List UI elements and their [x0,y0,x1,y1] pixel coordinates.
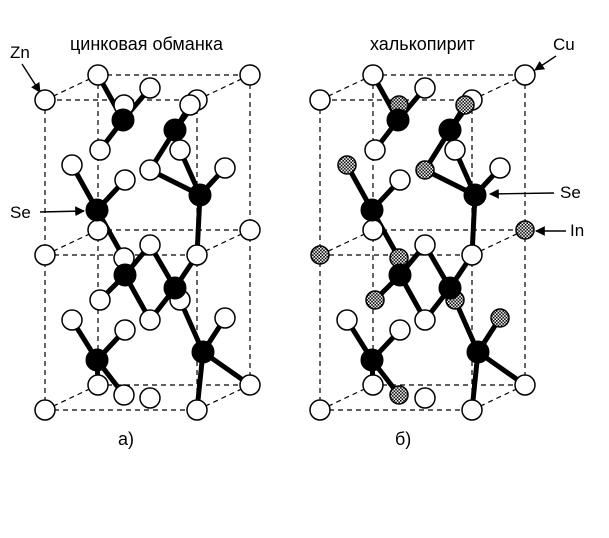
se-arrow-b [490,193,554,194]
in-atom [338,156,356,174]
chalcopyrite-title: халькопирит [370,34,475,54]
cu-atom [337,310,357,330]
zn-atom [88,65,108,85]
se-atom [439,277,461,299]
in-atom [366,291,384,309]
caption-a: а) [118,429,134,449]
cu-atom [515,375,535,395]
zn-atom [187,400,207,420]
cu-atom [365,140,385,160]
zn-atom [88,375,108,395]
unit-cell-b [310,65,535,420]
zn-atom [114,385,134,405]
se-atom [464,184,486,206]
se-atom [361,349,383,371]
se-atom [189,184,211,206]
zn-arrow [22,64,40,92]
se-atom [192,341,214,363]
cu-atom [363,375,383,395]
zn-atom [140,160,160,180]
cu-atom [390,170,410,190]
unit-cell-a [35,65,260,420]
zn-atom [35,90,55,110]
in-atom [390,386,408,404]
zn-atom [215,158,235,178]
zinc-blende-panel: цинковая обманка Zn Se а) [10,34,260,449]
cu-label: Cu [553,35,575,54]
cu-atom [415,310,435,330]
zn-atom [88,220,108,240]
cu-atom [415,235,435,255]
se-atom [467,341,489,363]
cu-atom [310,90,330,110]
se-atom [361,199,383,221]
cu-atom [490,158,510,178]
cu-atom [310,400,330,420]
se-label-a: Se [10,203,31,222]
zn-atom [140,388,160,408]
cu-atom [363,65,383,85]
zn-atom [62,310,82,330]
se-atom [164,277,186,299]
se-atom [389,264,411,286]
cu-atom [415,388,435,408]
se-atom [114,264,136,286]
caption-b: б) [395,429,411,449]
in-atom [416,161,434,179]
cu-atom [445,140,465,160]
in-label: In [570,221,584,240]
se-atom [439,119,461,141]
zn-atom [180,95,200,115]
se-atom [86,349,108,371]
cu-atom [462,400,482,420]
zn-atom [62,155,82,175]
se-atom [387,109,409,131]
chalcopyrite-panel: халькопирит Cu Se In б) [310,34,584,449]
zn-atom [115,320,135,340]
se-arrow-a [40,211,84,212]
zn-label: Zn [10,43,30,62]
zn-atom [140,235,160,255]
se-atom [164,119,186,141]
zn-atom [215,308,235,328]
in-atom [516,221,534,239]
in-atom [456,96,474,114]
zn-atom [240,220,260,240]
zinc-blende-title: цинковая обманка [70,34,224,54]
cu-arrow [535,56,556,70]
cu-atom [415,78,435,98]
zn-atom [240,375,260,395]
se-atom [86,199,108,221]
in-atom [311,246,329,264]
cu-atom [515,65,535,85]
zn-atom [115,170,135,190]
zn-atom [35,400,55,420]
footer-mark: _ [206,525,217,538]
zn-atom [240,65,260,85]
in-atom [491,309,509,327]
cu-atom [462,245,482,265]
se-label-b: Se [560,183,581,202]
cu-atom [363,220,383,240]
cu-atom [390,320,410,340]
zn-atom [170,140,190,160]
zn-atom [90,290,110,310]
zn-atom [140,310,160,330]
se-atom [112,109,134,131]
zn-atom [35,245,55,265]
zn-atom [187,245,207,265]
zn-atom [90,140,110,160]
zn-atom [140,78,160,98]
